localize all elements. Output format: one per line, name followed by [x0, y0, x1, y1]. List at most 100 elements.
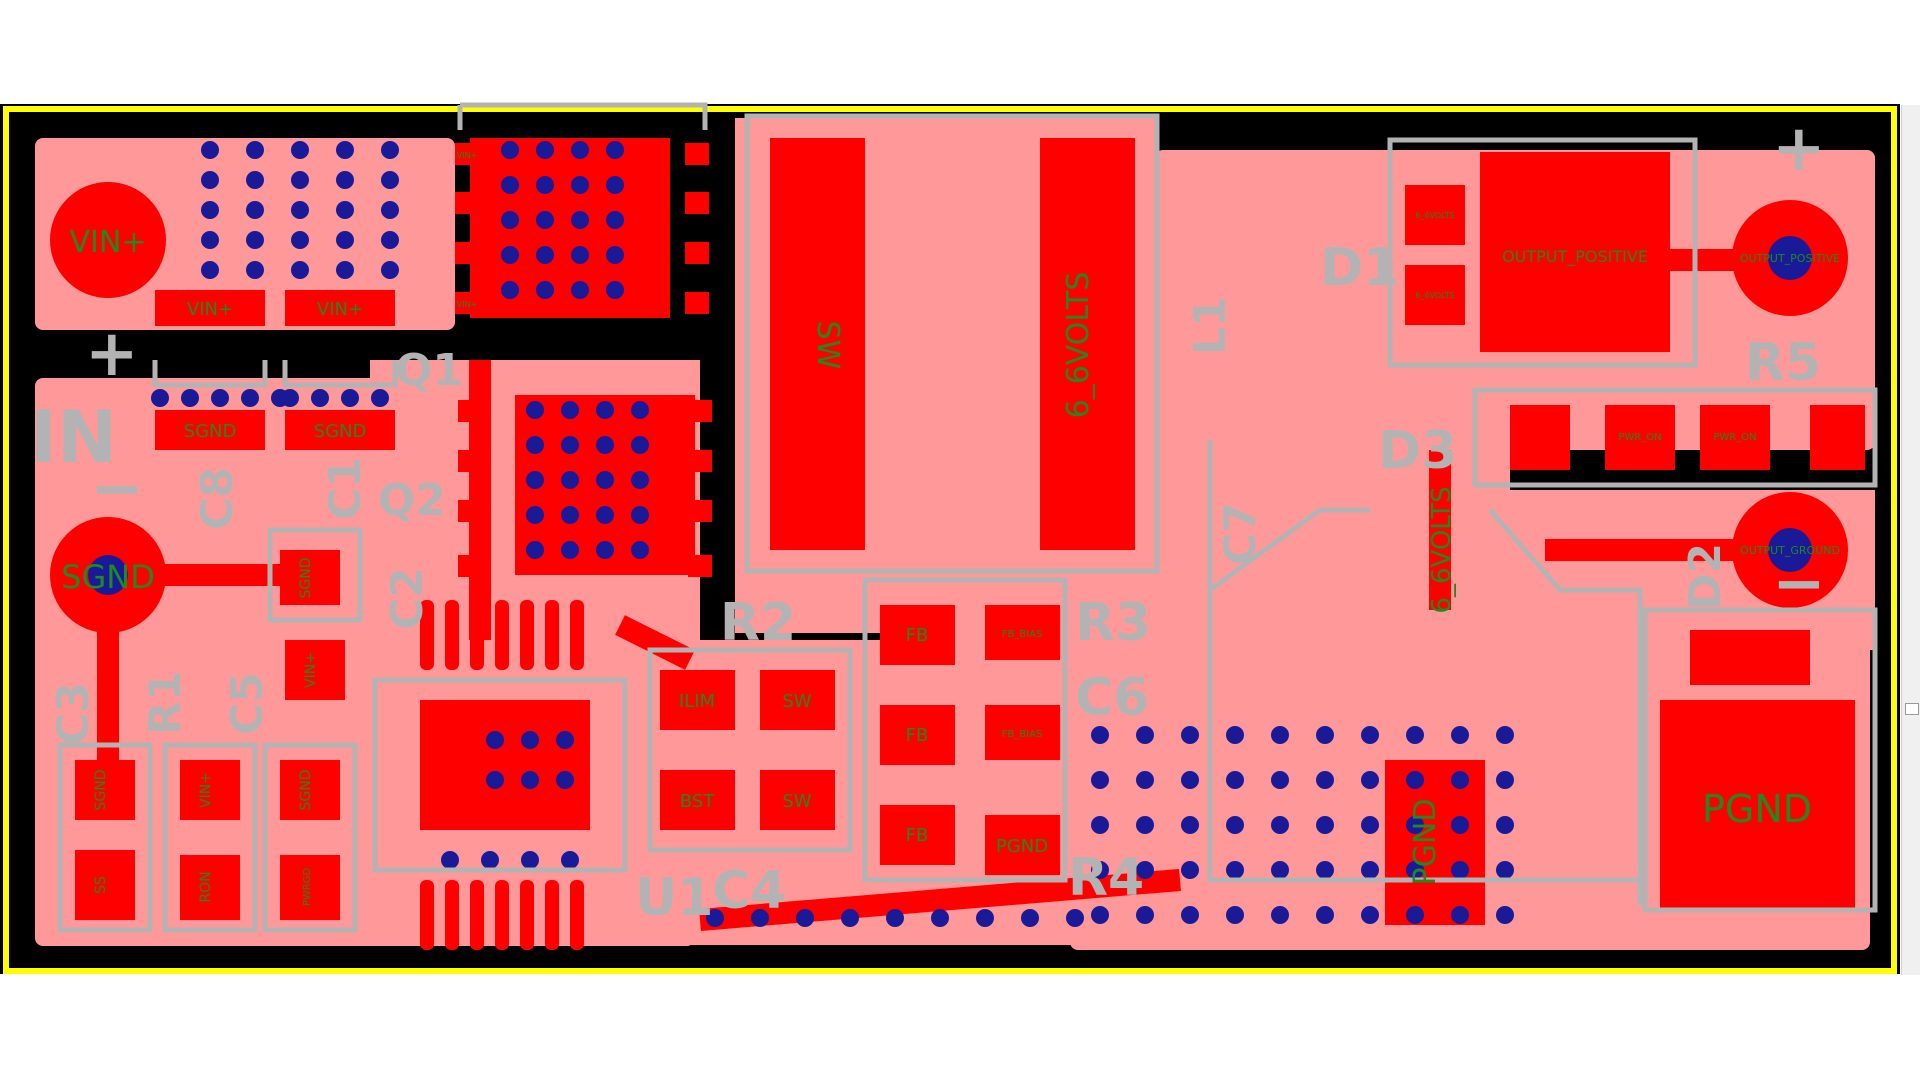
label-c6: C6	[1075, 668, 1149, 728]
via	[606, 246, 624, 264]
via	[336, 201, 354, 219]
label-plus-out: +	[1772, 112, 1826, 186]
via	[596, 541, 614, 559]
l1-sw-pad	[770, 138, 865, 550]
ilim-pad	[660, 670, 735, 730]
via	[1271, 816, 1289, 834]
net-output-positive-terminal: OUTPUT_POSITIVE	[1740, 252, 1840, 265]
via	[1451, 816, 1469, 834]
via	[596, 401, 614, 419]
via	[1136, 771, 1154, 789]
board-outline	[3, 106, 1897, 974]
via	[1091, 861, 1109, 879]
ron-pad	[180, 855, 240, 920]
via	[751, 909, 769, 927]
net-bst: BST	[680, 791, 715, 812]
via	[526, 401, 544, 419]
label-r2: R2	[720, 593, 796, 653]
via	[536, 211, 554, 229]
via	[1496, 861, 1514, 879]
fb-c-pad	[880, 805, 955, 865]
pwr-on-b-pad	[1700, 405, 1770, 470]
via	[486, 771, 504, 789]
via	[596, 506, 614, 524]
via	[606, 281, 624, 299]
via	[381, 201, 399, 219]
vertical-scrollbar[interactable]	[1901, 105, 1920, 975]
via	[521, 851, 539, 869]
via	[291, 171, 309, 189]
label-l1: L1	[1185, 296, 1236, 355]
d2-pad	[1690, 630, 1810, 685]
via	[1406, 906, 1424, 924]
net-sgnd-c2: SGND	[298, 558, 314, 599]
q1-pad	[470, 138, 670, 318]
net-fb-c: FB	[906, 825, 929, 846]
scrollbar-thumb[interactable]	[1905, 703, 1919, 715]
via	[1496, 906, 1514, 924]
via	[1316, 771, 1334, 789]
via	[246, 171, 264, 189]
label-d2: D2	[1680, 543, 1731, 610]
via	[886, 909, 904, 927]
via	[1316, 906, 1334, 924]
via	[1496, 726, 1514, 744]
via	[501, 141, 519, 159]
net-pgnd-small: PGND	[996, 836, 1048, 857]
via	[246, 261, 264, 279]
via	[631, 506, 649, 524]
label-u1: U1	[635, 868, 713, 928]
terminals	[50, 182, 1848, 633]
via	[381, 261, 399, 279]
via	[1361, 816, 1379, 834]
via	[1361, 906, 1379, 924]
via	[976, 909, 994, 927]
label-r1: R1	[140, 671, 191, 736]
via	[1226, 861, 1244, 879]
net-out-trace: 6_6VOLTS	[1427, 486, 1457, 613]
via	[536, 281, 554, 299]
label-in: IN	[30, 395, 117, 479]
u1-thermal-pad	[420, 700, 590, 830]
net-q-hi-a: VIN+	[457, 151, 478, 160]
via	[536, 176, 554, 194]
label-minus-in: −	[90, 452, 144, 526]
d1-main-pad	[1480, 152, 1670, 352]
via	[606, 176, 624, 194]
via	[1181, 861, 1199, 879]
via	[1181, 726, 1199, 744]
net-fb-small-b: FB_BIAS	[1002, 729, 1043, 740]
d1-pad-a	[1405, 185, 1465, 245]
pwr-on-a-pad	[1605, 405, 1675, 470]
via	[561, 436, 579, 454]
via	[796, 909, 814, 927]
sgnd-pad-b	[285, 410, 395, 450]
via	[211, 389, 229, 407]
via	[536, 246, 554, 264]
via	[151, 389, 169, 407]
sw-r2-pad	[760, 670, 835, 730]
net-d1-pad-b: 6_6VOLTS	[1415, 291, 1454, 300]
via	[596, 471, 614, 489]
via	[596, 436, 614, 454]
label-c2: C2	[382, 567, 433, 630]
via	[556, 731, 574, 749]
vin-pad-a	[155, 290, 265, 326]
via	[1496, 771, 1514, 789]
label-q2: Q2	[378, 475, 446, 526]
via	[1136, 906, 1154, 924]
via	[526, 541, 544, 559]
sgnd-r1-pad	[280, 760, 340, 820]
label-c1: C1	[320, 457, 371, 520]
via	[1226, 771, 1244, 789]
net-out-inductor: 6_6VOLTS	[1061, 272, 1096, 419]
net-pgnd-main: PGND	[1408, 799, 1443, 886]
via	[1451, 861, 1469, 879]
fb-a-pad	[880, 605, 955, 665]
d1-pad-b	[1405, 265, 1465, 325]
via	[341, 389, 359, 407]
via	[841, 909, 859, 927]
net-vin-terminal: VIN+	[70, 225, 147, 260]
via	[1361, 726, 1379, 744]
via	[1451, 906, 1469, 924]
